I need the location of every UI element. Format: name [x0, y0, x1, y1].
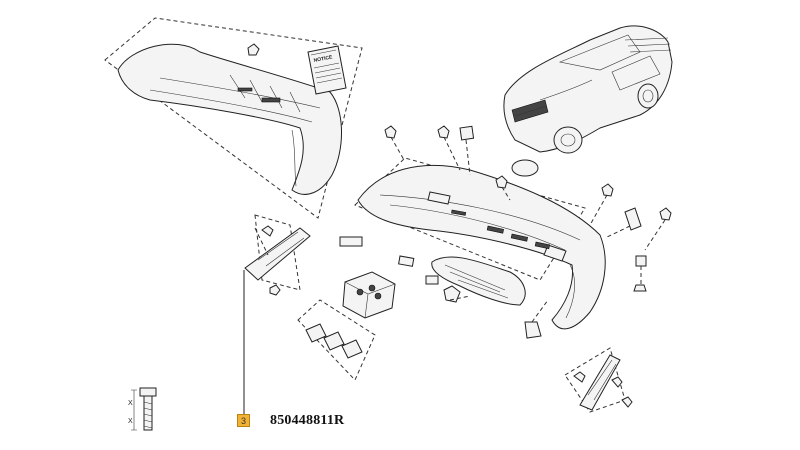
lower-grille-part[interactable] [431, 256, 526, 306]
screw-dimension-detail: X X [128, 387, 157, 431]
fastener-clips[interactable] [339, 125, 672, 339]
leader-lines [390, 136, 666, 323]
notice-label: NOTICE [313, 54, 333, 64]
bracket-set[interactable] [297, 299, 376, 381]
vehicle-reference-icon [503, 25, 673, 177]
dimension-letter-1: X [128, 400, 133, 407]
right-bumper-bracket[interactable] [564, 347, 633, 413]
part-number-label[interactable]: 850448811R [270, 413, 345, 428]
clip-kit-box[interactable] [342, 271, 396, 319]
front-bumper-assembly[interactable] [354, 157, 606, 330]
callout-badge[interactable]: 3 [237, 414, 250, 427]
rear-bumper-variant-group[interactable]: NOTICE [104, 17, 363, 219]
left-bumper-bracket[interactable] [244, 214, 311, 296]
notice-booklet-icon: NOTICE [307, 45, 347, 95]
dimension-letter-2: X [128, 418, 133, 425]
